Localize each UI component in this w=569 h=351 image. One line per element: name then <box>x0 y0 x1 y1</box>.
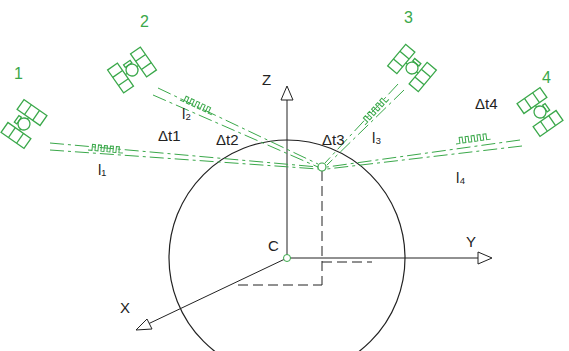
callout-number: 2 <box>140 14 149 30</box>
callout-number: 1 <box>14 66 23 82</box>
projection-lines <box>238 171 372 285</box>
axis-label: Y <box>466 234 476 249</box>
time-delay-label: Δt1 <box>158 128 181 143</box>
time-delay-label: Δt2 <box>216 132 239 147</box>
origin-label: C <box>268 238 279 253</box>
axis-label: Z <box>262 72 271 87</box>
distance-label: l₂ <box>182 106 191 121</box>
time-delay-label: Δt4 <box>475 96 498 111</box>
distance-label: l₁ <box>98 162 106 177</box>
receiver-point <box>318 163 326 171</box>
callout-number: 3 <box>404 10 413 26</box>
distance-label: l₃ <box>372 130 381 145</box>
signal-paths <box>50 84 522 169</box>
axes <box>136 86 492 330</box>
time-delay-label: Δt3 <box>322 132 345 147</box>
callout-number: 4 <box>542 70 551 86</box>
distance-label: l₄ <box>456 170 465 185</box>
axis-label: X <box>120 300 130 315</box>
